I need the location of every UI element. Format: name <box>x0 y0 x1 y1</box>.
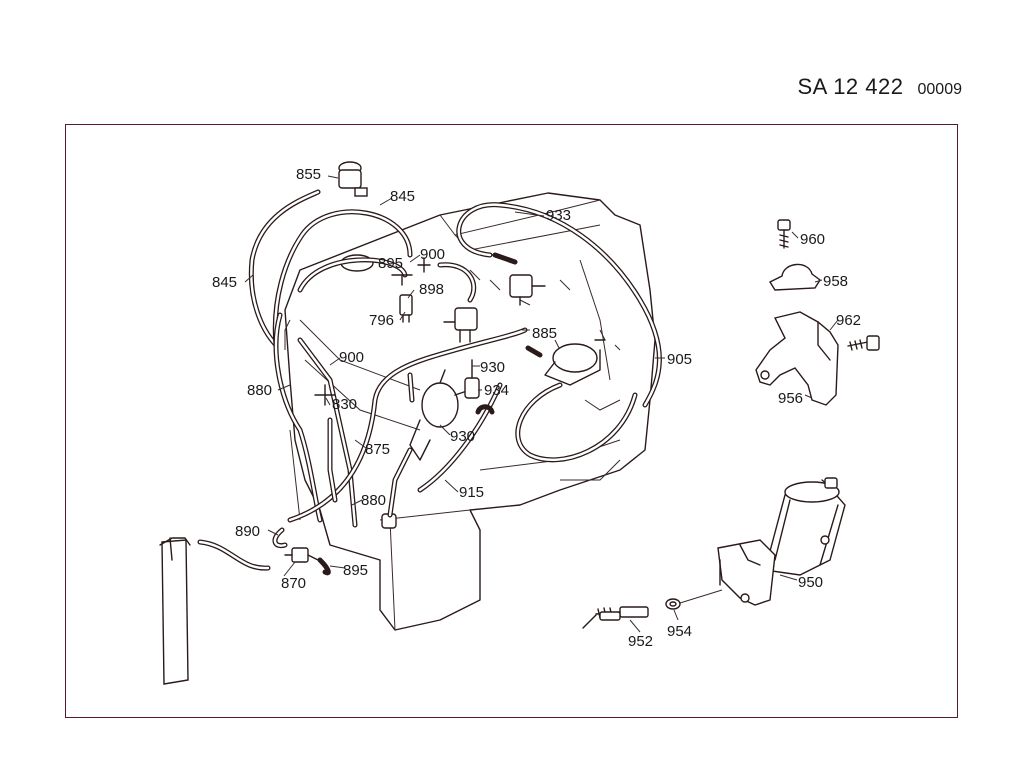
sheet-number: SA 12 422 <box>797 74 904 99</box>
bolt-960 <box>777 219 791 249</box>
label-880-bottom: 880 <box>361 492 386 509</box>
label-895-bottom: 895 <box>343 562 368 579</box>
switch-valve <box>509 274 546 306</box>
label-830: 830 <box>332 396 357 413</box>
label-960: 960 <box>800 231 825 248</box>
vacuum-unit-905 <box>544 339 606 386</box>
label-885: 885 <box>532 325 557 342</box>
label-870: 870 <box>281 575 306 592</box>
label-915: 915 <box>459 484 484 501</box>
label-930-top: 930 <box>480 359 505 376</box>
diagram-frame <box>65 124 958 718</box>
connector-870 <box>284 547 319 563</box>
label-898: 898 <box>419 281 444 298</box>
label-845-left: 845 <box>212 274 237 291</box>
label-895-top: 895 <box>378 255 403 272</box>
clamp-958 <box>768 263 821 291</box>
label-962: 962 <box>836 312 861 329</box>
label-880-left: 880 <box>247 382 272 399</box>
label-934: 934 <box>484 382 509 399</box>
vacuum-hoses <box>197 189 662 576</box>
label-950: 950 <box>798 574 823 591</box>
vacuum-components <box>284 161 606 563</box>
sensor-796 <box>399 294 413 323</box>
label-930-bottom: 930 <box>450 428 475 445</box>
label-845-top: 845 <box>390 188 415 205</box>
filter-bracket-assembly <box>755 219 880 406</box>
part-number-labels: 855 845 845 933 900 895 898 796 885 905 … <box>212 166 861 650</box>
sheet-header: SA 12 422 00009 <box>797 74 962 100</box>
label-900-mid: 900 <box>339 349 364 366</box>
fuel-filter-950 <box>717 477 846 606</box>
bolt-962 <box>847 335 880 351</box>
t-piece-830 <box>314 384 336 406</box>
label-958: 958 <box>823 273 848 290</box>
sheet-code: 00009 <box>917 81 963 98</box>
label-890: 890 <box>235 523 260 540</box>
leader-lines <box>244 175 839 633</box>
label-952: 952 <box>628 633 653 650</box>
damper-934 <box>464 359 480 399</box>
label-954: 954 <box>667 623 692 640</box>
label-855: 855 <box>296 166 321 183</box>
vacuum-pipe <box>159 537 191 685</box>
sensor-952 <box>582 606 649 629</box>
vacuum-valve-898 <box>443 307 478 343</box>
bracket-956 <box>755 311 839 406</box>
label-796: 796 <box>369 312 394 329</box>
label-900-top: 900 <box>420 246 445 263</box>
check-valve-855 <box>338 161 368 197</box>
washer-954 <box>665 589 723 610</box>
label-875: 875 <box>365 441 390 458</box>
label-956: 956 <box>778 390 803 407</box>
t-piece-895 <box>391 257 431 286</box>
label-933: 933 <box>546 207 571 224</box>
distributor <box>409 369 471 461</box>
label-905: 905 <box>667 351 692 368</box>
